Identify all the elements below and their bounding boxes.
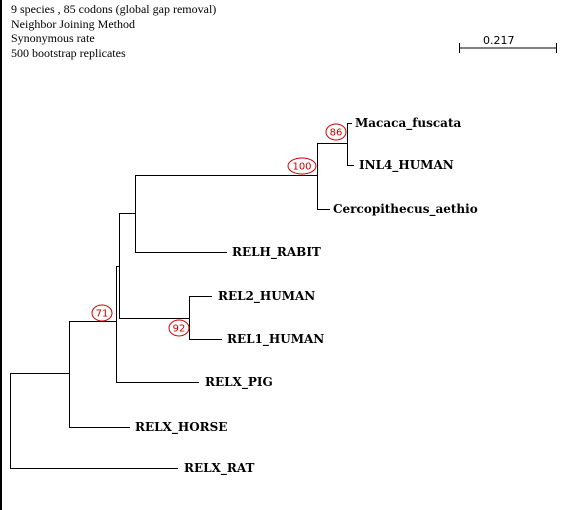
bootstrap-values: 86 100 92 71	[91, 123, 347, 337]
bootstrap-badge-macaca-inl4: 86	[325, 123, 347, 141]
taxon-label-relx-rat: RELX_RAT	[184, 461, 254, 476]
taxon-label-rel1-human: REL1_HUMAN	[227, 332, 324, 347]
bootstrap-value: 92	[173, 324, 186, 335]
taxon-label-relx-pig: RELX_PIG	[205, 375, 273, 390]
tree-branches	[10, 123, 354, 469]
bootstrap-value: 100	[292, 162, 311, 173]
bootstrap-badge-inner-clade: 71	[91, 304, 113, 322]
taxon-label-cercopithecus: Cercopithecus_aethio	[333, 202, 478, 217]
bootstrap-ellipse	[325, 123, 347, 141]
info-line-rate: Synonymous rate	[11, 31, 95, 45]
taxon-label-relh-rabit: RELH_RABIT	[232, 245, 321, 260]
info-line-method: Neighbor Joining Method	[11, 16, 135, 31]
info-line-species-codons: 9 species , 85 codons (global gap remova…	[11, 2, 217, 16]
bootstrap-badge-primate-clade: 100	[287, 157, 317, 175]
bootstrap-ellipse	[287, 157, 317, 175]
info-line-bootstrap: 500 bootstrap replicates	[11, 45, 126, 60]
taxon-label-inl4-human: INL4_HUMAN	[359, 158, 454, 173]
scale-bar-label: 0.217	[483, 34, 515, 47]
bootstrap-value: 71	[96, 309, 109, 320]
scale-bar: 0.217	[459, 34, 557, 53]
taxon-label-rel2-human: REL2_HUMAN	[218, 289, 315, 304]
bootstrap-ellipse	[168, 319, 190, 337]
window-left-border	[0, 0, 2, 510]
bootstrap-badge-rel1-rel2: 92	[168, 319, 190, 337]
bootstrap-value: 86	[330, 128, 343, 139]
taxon-label-relx-horse: RELX_HORSE	[135, 420, 227, 435]
tree-info-header: 9 species , 85 codons (global gap remova…	[11, 2, 216, 60]
taxon-labels: Macaca_fuscata INL4_HUMAN Cercopithecus_…	[135, 116, 478, 476]
taxon-label-macaca: Macaca_fuscata	[355, 116, 461, 131]
bootstrap-ellipse	[91, 304, 113, 322]
